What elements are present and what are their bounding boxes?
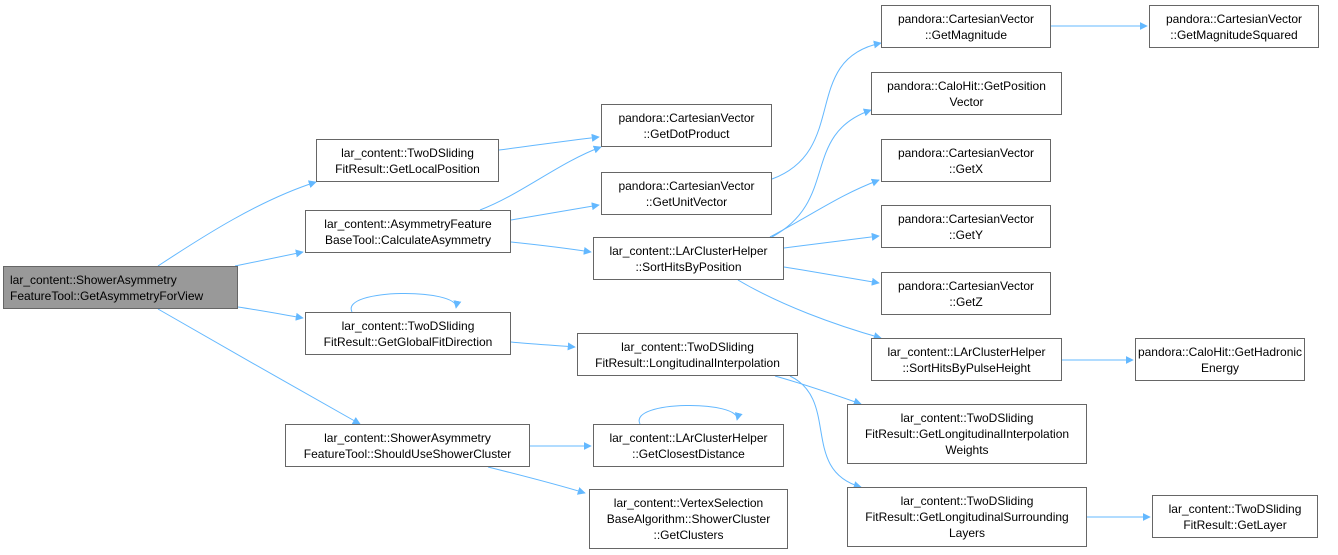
node-label-line: pandora::CartesianVector: [897, 278, 1035, 293]
node-calo-hit-get-position-vector[interactable]: pandora::CaloHit::GetPosition Vector: [871, 72, 1062, 115]
edge-sort-hits-by-position-to-position-vector: [771, 108, 872, 238]
edge-unit-vector-to-get-magnitude: [771, 40, 882, 180]
node-label-line: BaseTool::CalculateAsymmetry: [324, 232, 492, 247]
edge-sort-hits-by-position-to-get-x: [769, 178, 880, 238]
node-asymmetry-feature-calculate-asymmetry[interactable]: lar_content::AsymmetryFeature BaseTool::…: [305, 210, 511, 253]
node-label-line: lar_content::TwoDSliding: [341, 318, 475, 333]
node-shower-asymmetry-get-asymmetry-for-view[interactable]: lar_content::ShowerAsymmetry FeatureTool…: [3, 266, 238, 309]
edge-sort-hits-by-position-to-get-y: [783, 232, 880, 249]
node-label-line: ::SortHitsByPosition: [635, 259, 742, 274]
node-label-line: ::GetMagnitude: [924, 27, 1008, 42]
node-two-d-sliding-get-longitudinal-surrounding-layers[interactable]: lar_content::TwoDSliding FitResult::GetL…: [847, 487, 1087, 547]
node-label-line: pandora::CaloHit::GetHadronic: [1137, 344, 1303, 359]
node-label-line: lar_content::ShowerAsymmetry: [324, 430, 491, 445]
node-calo-hit-get-hadronic-energy[interactable]: pandora::CaloHit::GetHadronic Energy: [1135, 338, 1305, 381]
node-label-line: FeatureTool::GetAsymmetryForView: [10, 288, 204, 303]
node-label-line: Vector: [949, 94, 984, 109]
node-lar-cluster-helper-get-closest-distance[interactable]: lar_content::LArClusterHelper ::GetClose…: [593, 424, 784, 467]
node-label-line: lar_content::LArClusterHelper: [887, 344, 1046, 359]
node-label-line: FitResult::GetLocalPosition: [335, 161, 480, 176]
edge-should-use-shower-cluster-to-get-clusters: [487, 466, 586, 495]
node-label-line: lar_content::VertexSelection: [613, 496, 764, 510]
edge-calculate-asymmetry-to-sort-hits-by-position: [510, 241, 592, 255]
node-label-line: ::GetDotProduct: [643, 126, 730, 141]
node-vertex-selection-shower-cluster-get-clusters[interactable]: lar_content::VertexSelection BaseAlgorit…: [589, 489, 788, 549]
node-label-line: lar_content::TwoDSliding: [621, 339, 754, 354]
node-label-line: lar_content::ShowerAsymmetry: [10, 272, 177, 287]
node-label-line: FitResult::GetGlobalFitDirection: [323, 334, 493, 349]
node-label-line: lar_content::TwoDSliding: [900, 411, 1034, 425]
node-label-line: ::GetMagnitudeSquared: [1170, 27, 1298, 42]
node-label-line: pandora::CartesianVector: [1165, 11, 1303, 26]
edge-root-to-calculate-asymmetry: [234, 249, 304, 267]
node-label-line: Energy: [1200, 360, 1240, 375]
edge-calculate-asymmetry-to-dot-product: [479, 145, 602, 211]
node-label-line: FitResult::LongitudinalInterpolation: [595, 355, 780, 370]
node-label-line: lar_content::AsymmetryFeature: [324, 216, 492, 231]
node-label-line: BaseAlgorithm::ShowerCluster: [606, 512, 771, 526]
node-two-d-sliding-get-longitudinal-interpolation-weights[interactable]: lar_content::TwoDSliding FitResult::GetL…: [847, 404, 1087, 464]
node-lar-cluster-helper-sort-hits-by-pulse-height[interactable]: lar_content::LArClusterHelper ::SortHits…: [871, 338, 1062, 381]
node-lar-cluster-helper-sort-hits-by-position[interactable]: lar_content::LArClusterHelper ::SortHits…: [593, 237, 784, 280]
node-label-line: FitResult::GetLongitudinalInterpolation: [864, 427, 1070, 441]
node-label-line: lar_content::LArClusterHelper: [609, 430, 768, 445]
node-label-line: ::GetZ: [949, 294, 983, 309]
node-cartesian-vector-get-y[interactable]: pandora::CartesianVector ::GetY: [881, 205, 1051, 248]
node-cartesian-vector-get-x[interactable]: pandora::CartesianVector ::GetX: [881, 139, 1051, 182]
edge-get-local-position-to-dot-product: [498, 133, 600, 151]
node-cartesian-vector-get-magnitude-squared[interactable]: pandora::CartesianVector ::GetMagnitudeS…: [1149, 5, 1319, 48]
node-two-d-sliding-get-global-fit-direction[interactable]: lar_content::TwoDSliding FitResult::GetG…: [305, 312, 511, 355]
edge-get-global-fit-direction-self-loop: [350, 292, 462, 313]
node-label-line: FeatureTool::ShouldUseShowerCluster: [303, 446, 512, 461]
node-label-line: ::GetClosestDistance: [632, 446, 745, 461]
node-label-line: pandora::CartesianVector: [618, 110, 755, 125]
edge-longitudinal-interpolation-to-weights: [774, 375, 862, 406]
node-shower-asymmetry-should-use-shower-cluster[interactable]: lar_content::ShowerAsymmetry FeatureTool…: [285, 424, 530, 467]
edge-calculate-asymmetry-to-unit-vector: [510, 202, 600, 221]
edge-longitudinal-interpolation-to-surrounding-layers: [789, 375, 862, 489]
node-two-d-sliding-longitudinal-interpolation[interactable]: lar_content::TwoDSliding FitResult::Long…: [577, 333, 798, 376]
node-label-line: FitResult::GetLongitudinalSurrounding: [865, 510, 1069, 524]
node-label-line: pandora::CartesianVector: [897, 11, 1035, 26]
node-two-d-sliding-get-local-position[interactable]: lar_content::TwoDSliding FitResult::GetL…: [316, 139, 499, 182]
node-label-line: ::SortHitsByPulseHeight: [902, 360, 1031, 375]
node-label-line: Layers: [948, 526, 986, 540]
edge-sort-hits-by-position-to-sort-hits-by-pulse-height: [737, 279, 882, 340]
node-label-line: lar_content::TwoDSliding: [900, 494, 1034, 508]
node-cartesian-vector-get-dot-product[interactable]: pandora::CartesianVector ::GetDotProduct: [601, 104, 772, 147]
node-label-line: pandora::CartesianVector: [897, 211, 1035, 226]
node-label-line: lar_content::TwoDSliding: [1168, 501, 1302, 516]
node-label-line: ::GetClusters: [653, 528, 724, 542]
edge-closest-distance-self-loop: [638, 404, 743, 425]
edge-root-to-should-use-shower-cluster: [157, 308, 361, 425]
edge-sort-hits-by-position-to-get-z: [783, 266, 880, 286]
node-label-line: Weights: [945, 443, 989, 457]
edge-get-global-fit-direction-to-longitudinal-interpolation: [510, 341, 576, 351]
edge-root-to-get-local-position: [157, 180, 317, 267]
node-two-d-sliding-get-layer[interactable]: lar_content::TwoDSliding FitResult::GetL…: [1152, 495, 1318, 538]
node-cartesian-vector-get-magnitude[interactable]: pandora::CartesianVector ::GetMagnitude: [881, 5, 1051, 48]
node-label-line: FitResult::GetLayer: [1183, 517, 1287, 532]
node-label-line: lar_content::TwoDSliding: [341, 145, 474, 160]
node-label-line: pandora::CaloHit::GetPosition: [887, 78, 1046, 93]
node-label-line: pandora::CartesianVector: [897, 145, 1035, 160]
node-cartesian-vector-get-z[interactable]: pandora::CartesianVector ::GetZ: [881, 272, 1051, 315]
node-cartesian-vector-get-unit-vector[interactable]: pandora::CartesianVector ::GetUnitVector: [601, 172, 772, 215]
node-label-line: ::GetX: [948, 161, 983, 176]
node-label-line: ::GetUnitVector: [645, 194, 728, 209]
node-label-line: ::GetY: [948, 227, 983, 242]
node-label-line: lar_content::LArClusterHelper: [609, 243, 768, 258]
node-label-line: pandora::CartesianVector: [618, 178, 755, 193]
edge-root-to-get-global-fit-direction: [237, 306, 304, 321]
